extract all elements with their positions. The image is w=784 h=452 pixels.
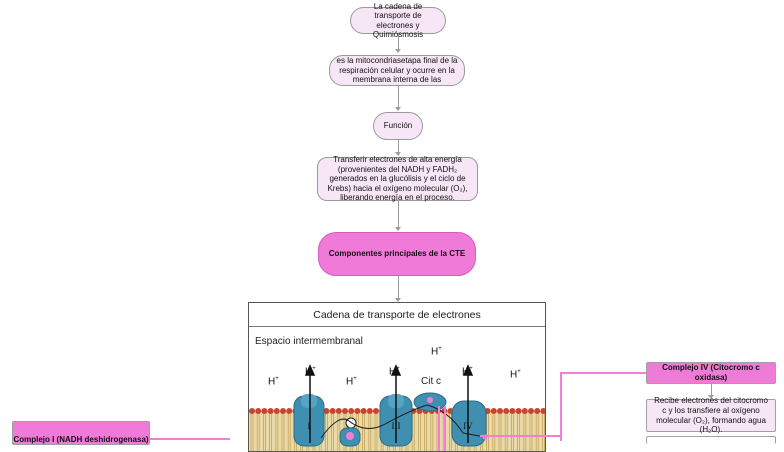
cytochrome-c-label: Cit c [421,376,441,387]
arrow-2 [395,86,401,111]
complex-iv-protein: IV [451,400,487,447]
proton-label: H+ [431,346,442,358]
function-node[interactable]: Función [373,112,423,140]
components-node[interactable]: Componentes principales de la CTE [318,232,476,276]
lipid-head [521,408,528,414]
complex-iv-connector [560,372,646,374]
proton-pump-arrows [304,364,474,443]
lipid-head [515,408,522,414]
description-node-text: es la mitocondriasetapa final de la resp… [336,56,458,85]
figure-subtitle: Espacio intermembranal [255,336,363,347]
lipid-head [249,408,255,414]
complex-i-title-box[interactable]: Complejo I (NADH deshidrogenasa) [12,421,150,445]
function-detail-node-text: Transferir electrones de alta energía (p… [327,155,468,203]
lipid-head [490,408,497,414]
title-node-text: La cadena de transporte de electrones y … [373,1,423,39]
complex-i-connector [150,438,230,440]
electron-path [320,404,486,439]
lipid-head [286,408,293,414]
complex-iv-arrow [708,384,714,399]
complex-i-title: Complejo I (NADH deshidrogenasa) [13,435,149,444]
lipid-head [273,408,280,414]
complex-iv-connector [560,373,562,441]
lipid-head [267,408,274,414]
figure-title: Cadena de transporte de electrones [249,303,545,327]
complex-iv-text-box[interactable]: Recibe electrones del citocromo c y los … [646,396,776,435]
lipid-head [335,408,342,414]
complex-iv-title-box[interactable]: Complejo IV (Citocromo c oxidasa) [646,362,776,384]
lipid-head [280,408,286,414]
complex-iv-connector [480,435,562,437]
proton-label: H+ [510,369,521,381]
components-node-text: Componentes principales de la CTE [328,249,466,259]
arrow-4 [395,201,401,231]
lipid-head [373,408,379,414]
arrow-5 [395,276,401,302]
lipid-head [366,408,373,414]
lipid-head [348,408,355,414]
lipid-head [540,408,545,414]
function-node-text: Función [383,121,413,131]
lipid-head [255,408,262,414]
complex-i-label: I [308,421,311,431]
complex-iv-text: Recibe electrones del citocromo c y los … [654,396,768,435]
title-node[interactable]: La cadena de transporte de electrones y … [350,2,446,39]
lipid-head [509,408,516,414]
lipid-head [528,408,534,414]
lipid-head [503,408,510,414]
lipid-head [323,408,330,414]
lipid-head [329,408,336,414]
complex-iv-title: Complejo IV (Citocromo c oxidasa) [662,363,760,382]
arrow-1 [395,34,401,53]
description-node[interactable]: es la mitocondriasetapa final de la resp… [329,55,465,86]
lipid-head [354,408,361,414]
complex-i-protein: I [293,394,325,447]
complex-iv-next-box [646,436,776,444]
proton-label: H+ [346,376,357,388]
lipid-head [360,408,367,414]
function-detail-node[interactable]: Transferir electrones de alta energía (p… [317,155,478,203]
lipid-head [534,408,541,414]
membrane-diagram: I III IV [249,364,545,451]
etc-figure: Cadena de transporte de electrones Espac… [248,302,546,452]
proton-label: H+ [268,376,279,388]
lipid-head [261,408,268,414]
lipid-head [342,408,348,414]
lipid-head [497,408,503,414]
arrow-3 [395,140,401,156]
